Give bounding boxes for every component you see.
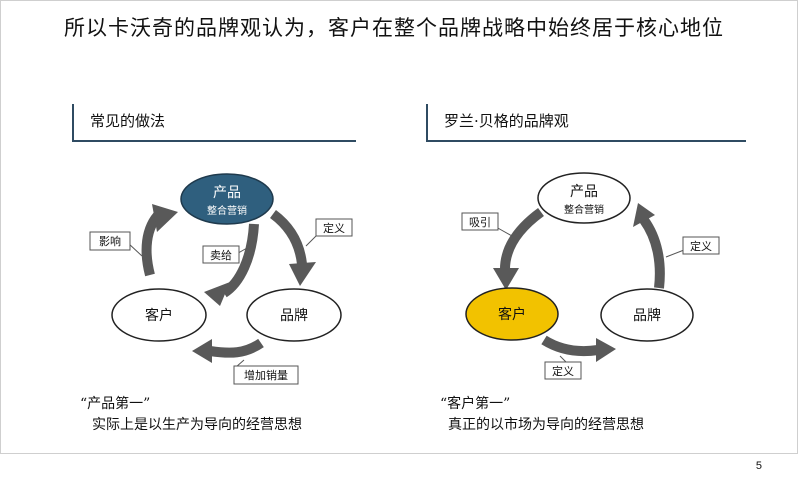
left-section-header: 常见的做法 [72,104,356,142]
left-node-product-label: 产品 [213,185,241,201]
left-callout-define [315,218,353,237]
left-arrowhead-grow-sales [192,339,212,363]
left-arrowhead-define [289,262,316,286]
right-arrowhead-attract [493,268,519,290]
right-callout-define-right-label: 定义 [690,239,712,253]
slide-frame [0,0,798,454]
right-callout-define-bottom-leader [559,355,567,363]
left-section-heading: 常见的做法 [90,112,166,130]
right-node-brand [600,288,694,342]
left-arrowhead-influence [152,204,178,232]
right-callout-attract-label: 吸引 [469,215,491,229]
page-number: 5 [755,460,762,472]
right-node-product-sublabel: 整合营销 [564,203,604,216]
brand-concept-diagrams: 产品 整合营销 客户 品牌 影响 卖给 定义 增加销量 产品 整合营销 [89,172,720,385]
right-callout-attract [461,212,499,231]
right-node-product [537,172,631,224]
left-quote: “产品第一” [80,396,151,412]
left-arrow-sell [221,223,259,298]
right-callout-define-bottom [544,361,582,380]
right-arrowhead-define-bottom [596,338,616,362]
left-callout-influence-label: 影响 [99,235,121,248]
left-arrow-grow-sales [209,338,264,358]
left-callout-sell-label: 卖给 [210,249,232,262]
right-caption: “客户第一” 真正的以市场为导向的经营思想 [440,394,644,436]
right-callout-attract-leader [495,226,513,237]
left-node-brand-label: 品牌 [280,307,308,324]
right-node-product-label: 产品 [570,184,598,200]
right-callout-define-right-leader [665,249,685,258]
left-arrowhead-sell [204,282,230,306]
left-node-brand [246,288,342,342]
left-arrow-define [269,209,307,265]
right-quote: “客户第一” [440,396,511,412]
left-node-product-sublabel: 整合营销 [207,204,247,217]
right-callout-define-right [682,236,720,255]
left-callout-influence [89,231,131,251]
left-callout-grow-sales-label: 增加销量 [244,368,288,382]
right-section-header: 罗兰·贝格的品牌观 [426,104,746,142]
left-callout-sell [202,245,240,264]
right-arrowhead-define-up [633,203,655,227]
left-caption: “产品第一” 实际上是以生产为导向的经营思想 [80,394,302,436]
left-callout-grow-sales [233,365,299,385]
right-arrow-define-bottom [541,335,599,357]
left-description: 实际上是以生产为导向的经营思想 [92,417,302,433]
right-arrow-define-up [639,217,665,289]
right-section-heading: 罗兰·贝格的品牌观 [444,112,569,130]
left-diagram: 产品 整合营销 客户 品牌 影响 卖给 定义 增加销量 [89,173,353,385]
left-node-product [180,173,274,225]
left-node-customer [111,288,207,342]
right-callout-define-bottom-label: 定义 [552,364,574,378]
right-description: 真正的以市场为导向的经营思想 [448,417,644,433]
right-diagram: 产品 整合营销 客户 品牌 吸引 定义 定义 [461,172,720,380]
right-arrow-attract [499,207,545,273]
right-node-customer-label: 客户 [498,306,526,323]
right-node-customer [465,287,559,341]
left-node-customer-label: 客户 [145,307,173,324]
slide-title: 所以卡沃奇的品牌观认为，客户在整个品牌战略中始终居于核心地位 [64,16,724,40]
right-node-brand-label: 品牌 [633,307,661,324]
left-callout-define-label: 定义 [323,221,345,235]
